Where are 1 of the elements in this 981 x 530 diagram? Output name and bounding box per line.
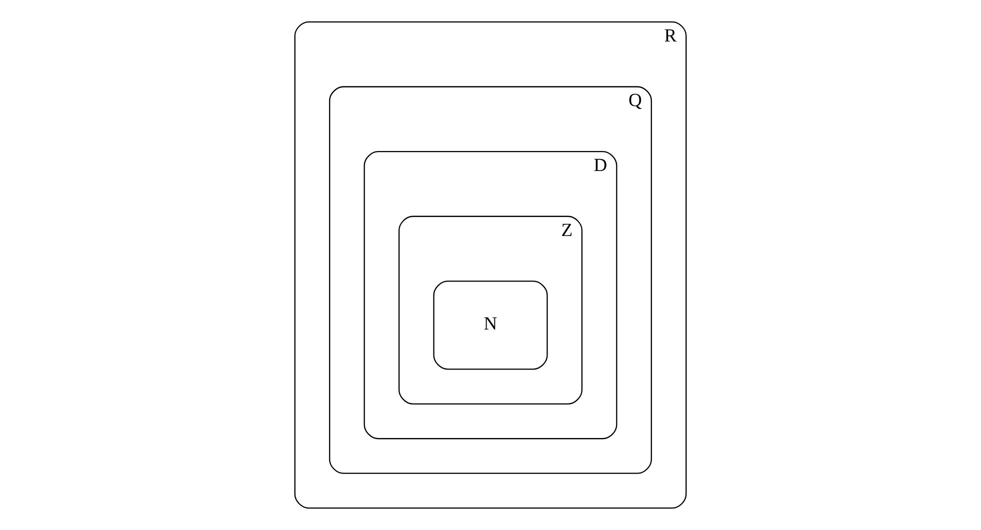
node-box: N (433, 280, 548, 370)
